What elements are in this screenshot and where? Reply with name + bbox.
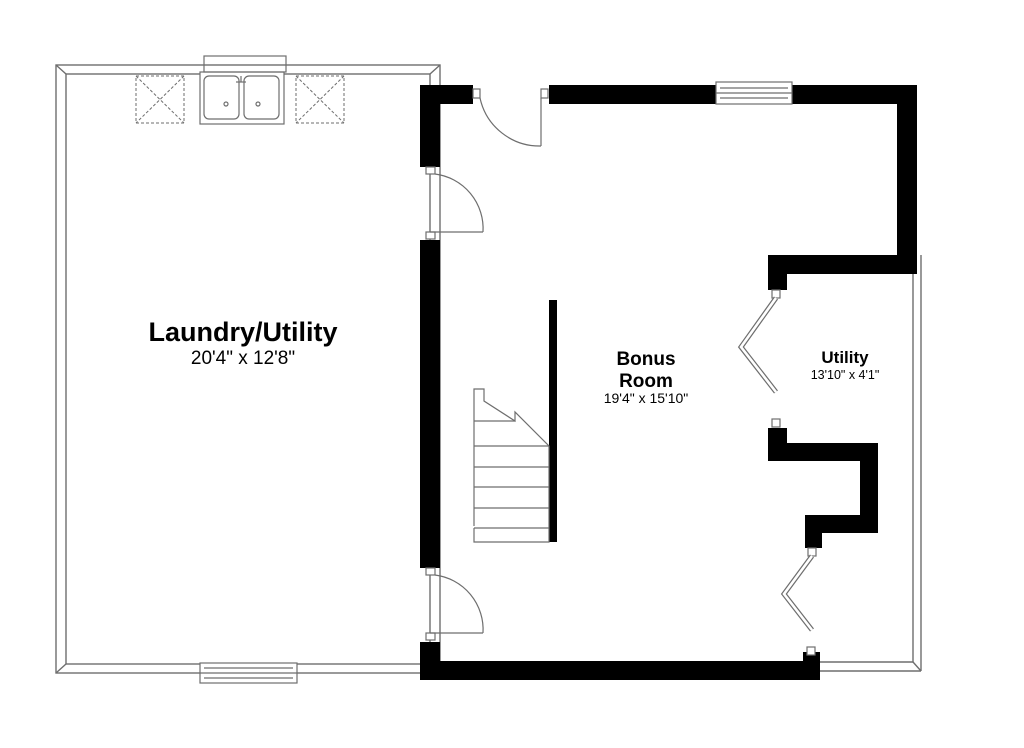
bonus-room-dimensions: 19'4" x 15'10" [604,390,689,406]
sink-icon [199,55,287,125]
laundry-room-outline [55,64,441,674]
walls [420,85,917,680]
cabinet-left-icon [135,75,185,124]
window-bottom-icon [199,662,298,684]
bifold-door-upper-icon [737,289,781,428]
door-upper-left-icon [425,166,484,240]
laundry-room-dimensions: 20'4" x 12'8" [191,348,295,369]
utility-room-name: Utility [821,348,869,367]
cabinet-right-icon [295,75,345,124]
utility-room-dimensions: 13'10" x 4'1" [811,368,880,382]
utility-room-label: Utility 13'10" x 4'1" [811,348,880,382]
bonus-room-label: Bonus Room 19'4" x 15'10" [604,349,689,406]
bifold-door-lower-icon [780,547,817,656]
staircase-icon [473,388,550,543]
laundry-room-name: Laundry/Utility [148,317,337,347]
window-top-icon [715,81,793,105]
door-lower-left-icon [425,567,484,641]
laundry-room-label: Laundry/Utility 20'4" x 12'8" [148,317,337,369]
door-top-icon [472,88,549,147]
utility-room-outline [813,255,922,672]
bonus-room-name-line1: Bonus [616,349,675,370]
bonus-room-name-line2: Room [619,371,673,392]
